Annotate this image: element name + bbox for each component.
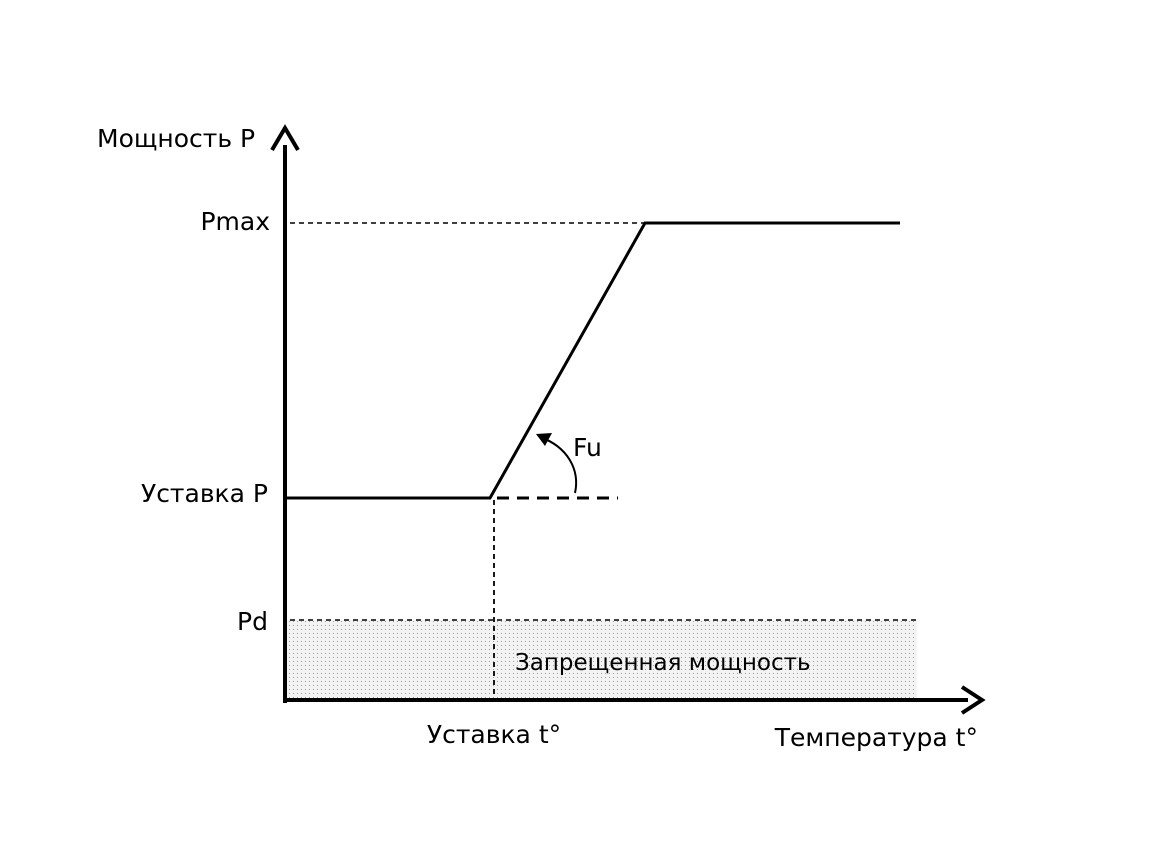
setpoint-t-label: Уставка t° [427, 720, 561, 749]
setpoint-p-label: Уставка P [141, 479, 268, 508]
slope-angle-arrowhead [536, 433, 552, 446]
x-axis-label: Температура t° [774, 723, 978, 752]
forbidden-zone-area [285, 620, 917, 700]
slope-label: Fu [573, 433, 602, 462]
slope-angle-arc [539, 436, 578, 494]
x-axis-arrowhead [960, 685, 986, 715]
forbidden-zone-label: Запрещенная мощность [515, 650, 811, 676]
pd-label: Pd [237, 607, 268, 636]
pmax-label: Pmax [200, 207, 270, 236]
power-characteristic-line [286, 221, 900, 500]
y-axis-arrowhead [270, 124, 300, 152]
y-axis-label: Мощность P [97, 124, 255, 153]
